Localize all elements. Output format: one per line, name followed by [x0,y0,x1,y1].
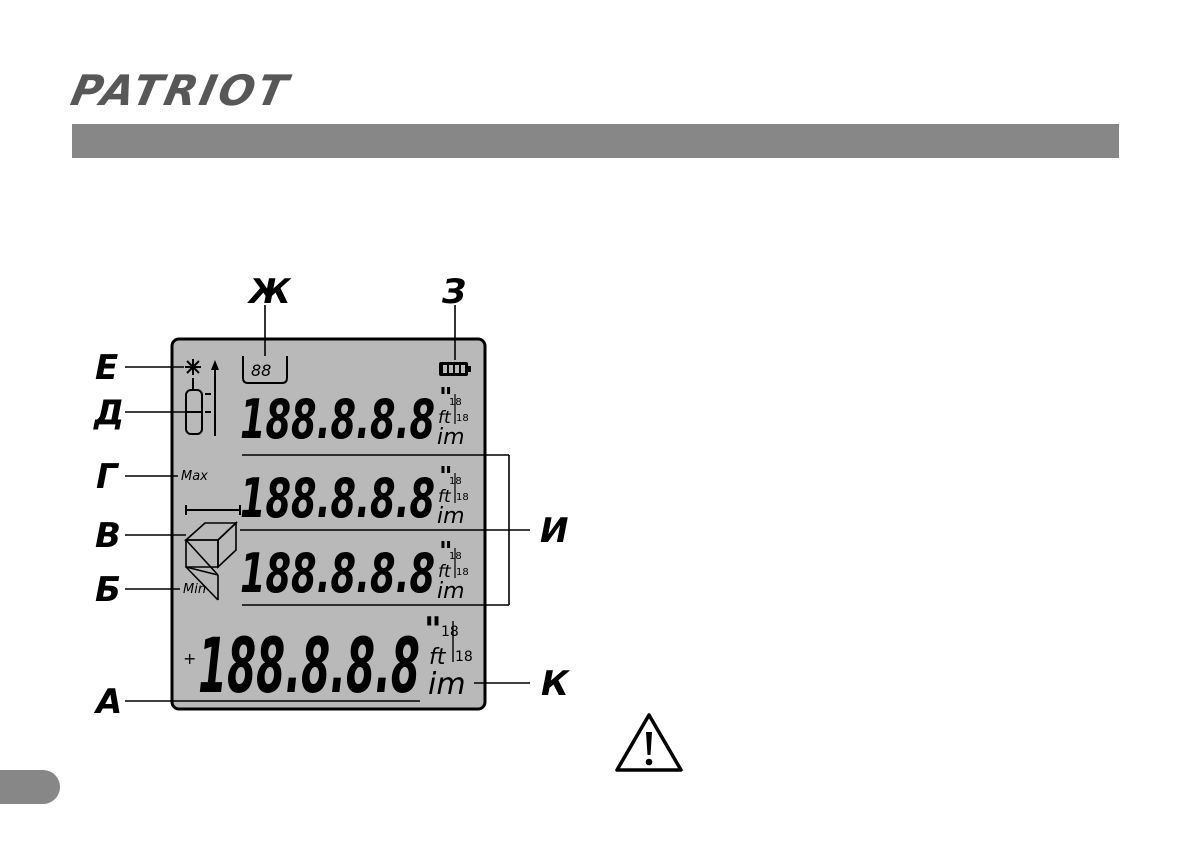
length-icon [185,505,241,515]
page-tab [0,770,60,804]
warning-triangle-icon [615,713,683,772]
max-label: Max [181,469,208,484]
unit-inch-main: " [424,610,442,650]
digits-row-3: 188.8.8.8 [240,542,435,605]
lcd-panel [170,337,487,711]
results-bracket [240,454,530,606]
callout-b: Б [95,570,121,610]
sign-plus: + [183,649,196,668]
digits-row-1: 188.8.8.8 [240,388,435,451]
unit-m-main: im [428,667,466,702]
callout-zh: Ж [249,272,291,312]
memory-bracket [242,356,288,384]
volume-icon [183,521,239,601]
unit-fraction-main: 18 [455,649,473,665]
callout-v: В [95,516,121,556]
laser-star-icon [185,359,201,375]
memory-digits: 88 [251,361,271,380]
callout-i: И [540,511,569,551]
callout-d: Д [94,393,125,433]
digits-main: 188.8.8.8 [198,621,420,710]
header-bar [72,124,1119,158]
callout-k: К [541,664,569,704]
min-label: Min [183,582,206,597]
unit-ft-main: ft [429,645,447,670]
callout-e: Е [95,348,119,388]
unit-fraction-main: 18 [441,624,459,640]
callout-a: А [96,682,123,722]
digits-row-2: 188.8.8.8 [240,467,435,530]
callout-g: Г [96,457,118,497]
callout-z: З [442,272,467,312]
